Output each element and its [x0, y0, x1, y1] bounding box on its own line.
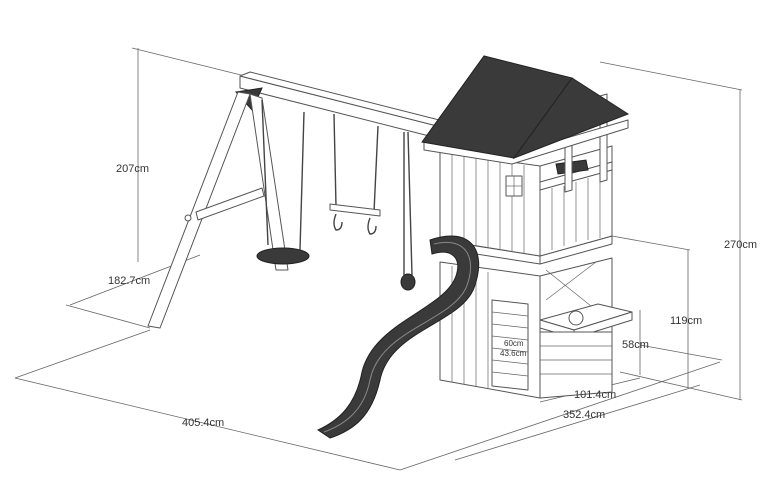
label-total-length: 405.4cm: [182, 417, 224, 429]
steering-wheel: [568, 310, 584, 326]
label-door-width: 43.6cm: [500, 349, 527, 358]
label-tower-depth: 352.4cm: [563, 409, 605, 421]
label-table-height: 58cm: [622, 339, 649, 351]
trapeze-bar: [329, 113, 381, 235]
label-door-height: 60cm: [504, 339, 524, 348]
dimension-lines: [14, 47, 743, 471]
swing-seat-right: [400, 131, 416, 291]
label-swing-depth: 182.7cm: [108, 275, 150, 287]
swing-frame: [147, 71, 456, 329]
play-tower: [421, 55, 633, 399]
dimension-labels: 207cm 182.7cm 405.4cm 270cm 119cm 58cm 1…: [108, 163, 757, 429]
wave-slide: [316, 235, 480, 439]
swing-seat-left: [256, 99, 310, 265]
label-deck-height: 119cm: [670, 315, 702, 327]
label-swing-height: 207cm: [116, 163, 149, 175]
label-tower-width: 101.4cm: [574, 389, 616, 401]
label-total-height: 270cm: [724, 239, 757, 251]
tower-door: [491, 299, 529, 391]
